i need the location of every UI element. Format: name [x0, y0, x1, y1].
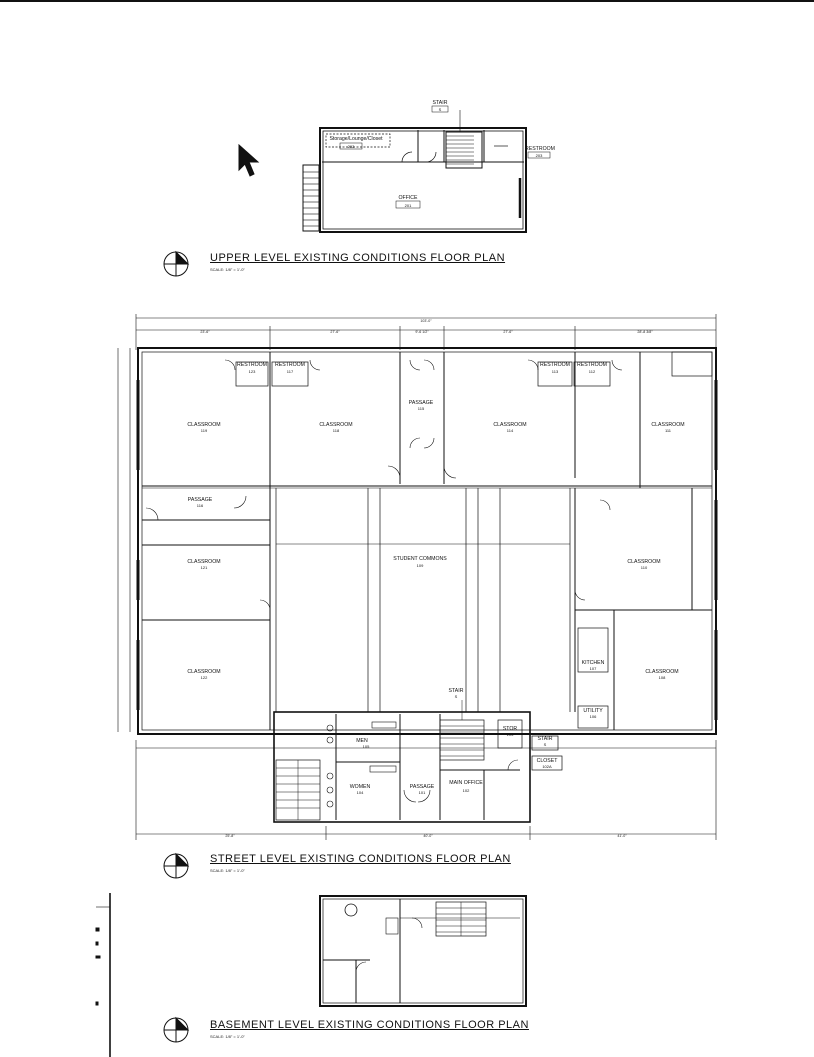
classroom-108-num: 108: [659, 675, 666, 680]
closet-num: 102A: [542, 764, 552, 769]
restroom-113-num: 113: [552, 369, 559, 374]
overall-dimension: 103'-0": [420, 319, 432, 323]
street-plan-title: STREET LEVEL EXISTING CONDITIONS FLOOR P…: [210, 853, 511, 865]
north-arrow-street: [163, 852, 190, 879]
upper-stair-label: STAIR: [433, 100, 448, 106]
upper-level-plan: [302, 110, 527, 233]
women-num: 104: [357, 790, 364, 795]
utility-num: 106: [590, 714, 597, 719]
closet-label: CLOSET: [537, 758, 559, 764]
student-commons-label: STUDENT COMMONS: [393, 556, 447, 562]
passage-116-num: 116: [197, 503, 204, 508]
top-dim-1: 23'-6": [200, 330, 210, 334]
classroom-122-num: 122: [201, 675, 208, 680]
classroom-114-num: 114: [507, 428, 514, 433]
men-num: 105: [363, 744, 370, 749]
passage-115-label: PASSAGE: [409, 400, 434, 406]
classroom-111-label: CLASSROOM: [651, 422, 684, 428]
east-stair-label: STAIR: [538, 736, 553, 742]
classroom-110-num: 110: [641, 565, 648, 570]
top-dim-4: 27'-6": [503, 330, 513, 334]
east-stair-num: S: [544, 742, 547, 747]
classroom-118-num: 118: [333, 428, 340, 433]
mouse-cursor-icon: [238, 144, 260, 177]
passage-115-num: 115: [418, 406, 425, 411]
bottom-dim-2: 40'-0": [423, 834, 433, 838]
stor-label: STOR: [503, 726, 518, 732]
classroom-110-label: CLASSROOM: [627, 559, 660, 565]
top-dim-2: 27'-6": [330, 330, 340, 334]
restroom-123-num: 123: [249, 369, 256, 374]
stor-num: 103: [507, 732, 514, 737]
north-arrow-upper: [163, 250, 190, 277]
student-commons-num: 109: [417, 563, 424, 568]
restroom-112-label: RESTROOM: [577, 362, 607, 368]
passage-101-label: PASSAGE: [410, 784, 435, 790]
basement-stair: [435, 901, 487, 937]
basement-plan-title: BASEMENT LEVEL EXISTING CONDITIONS FLOOR…: [210, 1019, 529, 1031]
street-labels: RESTROOM 123 RESTROOM 117 RESTROOM 113 R…: [187, 362, 684, 795]
classroom-119-num: 119: [201, 428, 208, 433]
north-arrow-basement: [163, 1016, 190, 1043]
classroom-122-label: CLASSROOM: [187, 669, 220, 675]
classroom-111-num: 111: [665, 428, 672, 433]
restroom-112-num: 112: [589, 369, 596, 374]
upper-plan-title: UPPER LEVEL EXISTING CONDITIONS FLOOR PL…: [210, 252, 506, 264]
classroom-121-label: CLASSROOM: [187, 559, 220, 565]
street-plan-scale: SCALE: 1/8" = 1'-0": [210, 868, 245, 873]
utility-label: UTILITY: [583, 708, 603, 714]
classroom-118-label: CLASSROOM: [319, 422, 352, 428]
upper-stair-num: S: [439, 107, 442, 112]
classroom-119-label: CLASSROOM: [187, 422, 220, 428]
bottom-dim-1: 25'-8": [225, 834, 235, 838]
restroom-123-label: RESTROOM: [237, 362, 267, 368]
restroom-117-num: 117: [287, 369, 294, 374]
title-block-fragment: [95, 893, 111, 1057]
kitchen-label: KITCHEN: [582, 660, 605, 666]
main-office-label: MAIN OFFICE: [449, 780, 483, 786]
main-stair-num: S: [455, 694, 458, 699]
bottom-dim-3: 41'-0": [617, 834, 627, 838]
upper-storage-label: Storage/Lounge/Closet: [329, 136, 383, 142]
main-stair-label: STAIR: [449, 688, 464, 694]
basement-level-plan: [319, 895, 527, 1007]
upper-stair: [445, 110, 483, 169]
street-level-plan: [117, 314, 718, 840]
restroom-113-label: RESTROOM: [540, 362, 570, 368]
upper-labels: STAIR S RESTROOM 203 Storage/Lounge/Clos…: [329, 100, 555, 209]
upper-office-num: 201: [405, 203, 412, 208]
upper-exterior-stair: [302, 164, 320, 232]
classroom-114-label: CLASSROOM: [493, 422, 526, 428]
upper-office-label: OFFICE: [398, 195, 418, 201]
classroom-108-label: CLASSROOM: [645, 669, 678, 675]
basement-plan-scale: SCALE: 1/8" = 1'-0": [210, 1034, 245, 1039]
upper-restroom-num: 203: [536, 153, 543, 158]
women-label: WOMEN: [350, 784, 371, 790]
classroom-121-num: 121: [201, 565, 208, 570]
street-dimensions: 103'-0" 23'-6" 27'-6" 9'-6 1/2" 27'-6" 2…: [200, 319, 653, 838]
upper-storage-num: 202: [348, 144, 355, 149]
top-dim-3: 9'-6 1/2": [415, 330, 429, 334]
main-stair: [439, 700, 485, 761]
upper-restroom-label: RESTROOM: [525, 146, 555, 152]
kitchen-num: 107: [590, 666, 597, 671]
top-dim-5: 28'-8 3/8": [637, 330, 653, 334]
passage-116-label: PASSAGE: [188, 497, 213, 503]
passage-101-num: 101: [419, 790, 426, 795]
top-border-line: [0, 0, 814, 2]
restroom-117-label: RESTROOM: [275, 362, 305, 368]
main-office-num: 102: [463, 788, 470, 793]
men-label: MEN: [356, 738, 368, 744]
upper-plan-scale: SCALE: 1/8" = 1'-0": [210, 267, 245, 272]
